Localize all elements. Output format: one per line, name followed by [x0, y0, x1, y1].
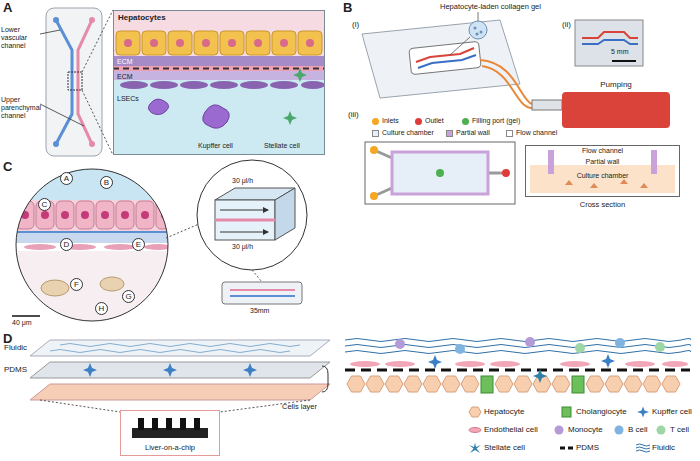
top-view	[365, 142, 515, 204]
callout-circle: E	[132, 238, 145, 251]
legend-text: T cell	[670, 425, 689, 434]
callout-circle: G	[122, 290, 135, 303]
legend-text: Inlets	[382, 117, 399, 125]
flow-rate: 30 μl/h	[232, 243, 253, 251]
flow-rate: 30 μl/h	[232, 177, 253, 185]
legend-text: Hepatocyte	[484, 407, 524, 416]
pump-box: Pumping	[562, 92, 670, 128]
channel-zoom	[197, 160, 307, 304]
scale-label: 40 μm	[12, 319, 32, 327]
callout-circle: C	[38, 198, 51, 211]
callout-letter: F	[71, 280, 82, 289]
device-photo	[575, 20, 643, 66]
legend-swatch	[446, 130, 453, 137]
legend-icon	[560, 442, 574, 454]
cross-section-box: Flow channelPartial wallCulture chamberC…	[525, 145, 680, 197]
node-text: LSECs	[117, 95, 139, 103]
legend-icon	[636, 406, 650, 418]
callout-letter: D	[61, 240, 72, 249]
legend-text: Filling port (gel)	[472, 117, 520, 125]
node-text: ECM	[117, 73, 133, 81]
device-drawing	[362, 12, 562, 110]
legend-icon	[468, 442, 482, 454]
inset-box: HepatocytesECM ECM LSECsKupffer cell Stella…	[113, 10, 325, 155]
legend-swatch	[506, 130, 513, 137]
legend-text: Outlet	[425, 117, 444, 125]
node-text: Hepatocytes	[118, 13, 166, 22]
legend-text: Fluidic	[652, 443, 675, 452]
legend-swatch	[462, 118, 469, 125]
legend-icon	[552, 424, 566, 436]
legend-swatch	[372, 118, 379, 125]
callout-circle: A	[60, 172, 73, 185]
part-label: Lower vascular channel	[1, 26, 45, 50]
node-text: Liver-on-a-chip	[121, 444, 219, 453]
callout-circle: H	[95, 302, 108, 315]
legend-swatch	[415, 118, 422, 125]
callout-letter: H	[96, 304, 107, 313]
legend-text: Cholangiocyte	[576, 407, 627, 416]
part-label: Fluidic	[4, 343, 27, 352]
node-text: Cross section	[526, 201, 679, 210]
sub-panel-label: (iii)	[348, 110, 359, 119]
scale-label: 5 mm	[611, 48, 629, 56]
legend-icon	[612, 424, 626, 436]
tissue-inset	[113, 10, 325, 155]
legend-icon	[654, 424, 668, 436]
sub-panel-label: (ii)	[562, 20, 571, 29]
chip-box: Liver-on-a-chip	[120, 410, 220, 456]
legend-text: PDMS	[576, 443, 599, 452]
node-text: Kupffer cell	[198, 142, 233, 150]
legend-text: Kupffer cell	[652, 407, 692, 416]
panel-letter: B	[343, 1, 352, 16]
legend-text: Stellate cell	[484, 443, 525, 452]
node-text: Partial wall	[526, 158, 679, 166]
legend-text: Flow channel	[516, 129, 557, 137]
legend-text: Monocyte	[568, 425, 603, 434]
callout-letter: A	[61, 174, 72, 183]
chip-drawing	[40, 8, 113, 156]
node-text: ECM	[117, 58, 133, 66]
callout-letter: B	[101, 178, 112, 187]
part-label: Cells layer	[282, 403, 317, 412]
cross-section-drawing	[530, 150, 675, 193]
part-label: Upper parenchymal channel	[1, 96, 45, 120]
legend-icon	[560, 406, 574, 418]
layer-stack	[30, 340, 330, 438]
callout-letter: C	[39, 200, 50, 209]
sub-panel-label: (i)	[352, 20, 359, 29]
node-text: Stellate cell	[264, 142, 300, 150]
legend-icon	[468, 424, 482, 436]
legend-icon	[636, 442, 650, 454]
callout-letter: E	[133, 240, 144, 249]
cell-illustration	[345, 337, 691, 393]
legend-text: Culture chamber	[382, 129, 434, 137]
node-text: Pumping	[562, 80, 670, 89]
legend-text: Partial wall	[456, 129, 490, 137]
callout-circle: B	[100, 176, 113, 189]
legend-text: Endothelial cell	[484, 425, 538, 434]
node-text: Culture chamber	[526, 172, 679, 180]
callout-letter: G	[123, 292, 134, 301]
panel-letter: A	[3, 1, 12, 16]
legend-text: B cell	[628, 425, 648, 434]
part-label: PDMS	[4, 365, 27, 374]
part-label: Hepatocyte-laden collagen gel	[440, 3, 541, 12]
panel-letter: C	[3, 160, 12, 175]
tissue-circle	[12, 169, 199, 323]
node-text: Flow channel	[526, 147, 679, 155]
legend-swatch	[372, 130, 379, 137]
callout-circle: D	[60, 238, 73, 251]
callout-circle: F	[70, 278, 83, 291]
legend-icon	[468, 406, 482, 418]
dimension-label: 35mm	[250, 307, 269, 315]
